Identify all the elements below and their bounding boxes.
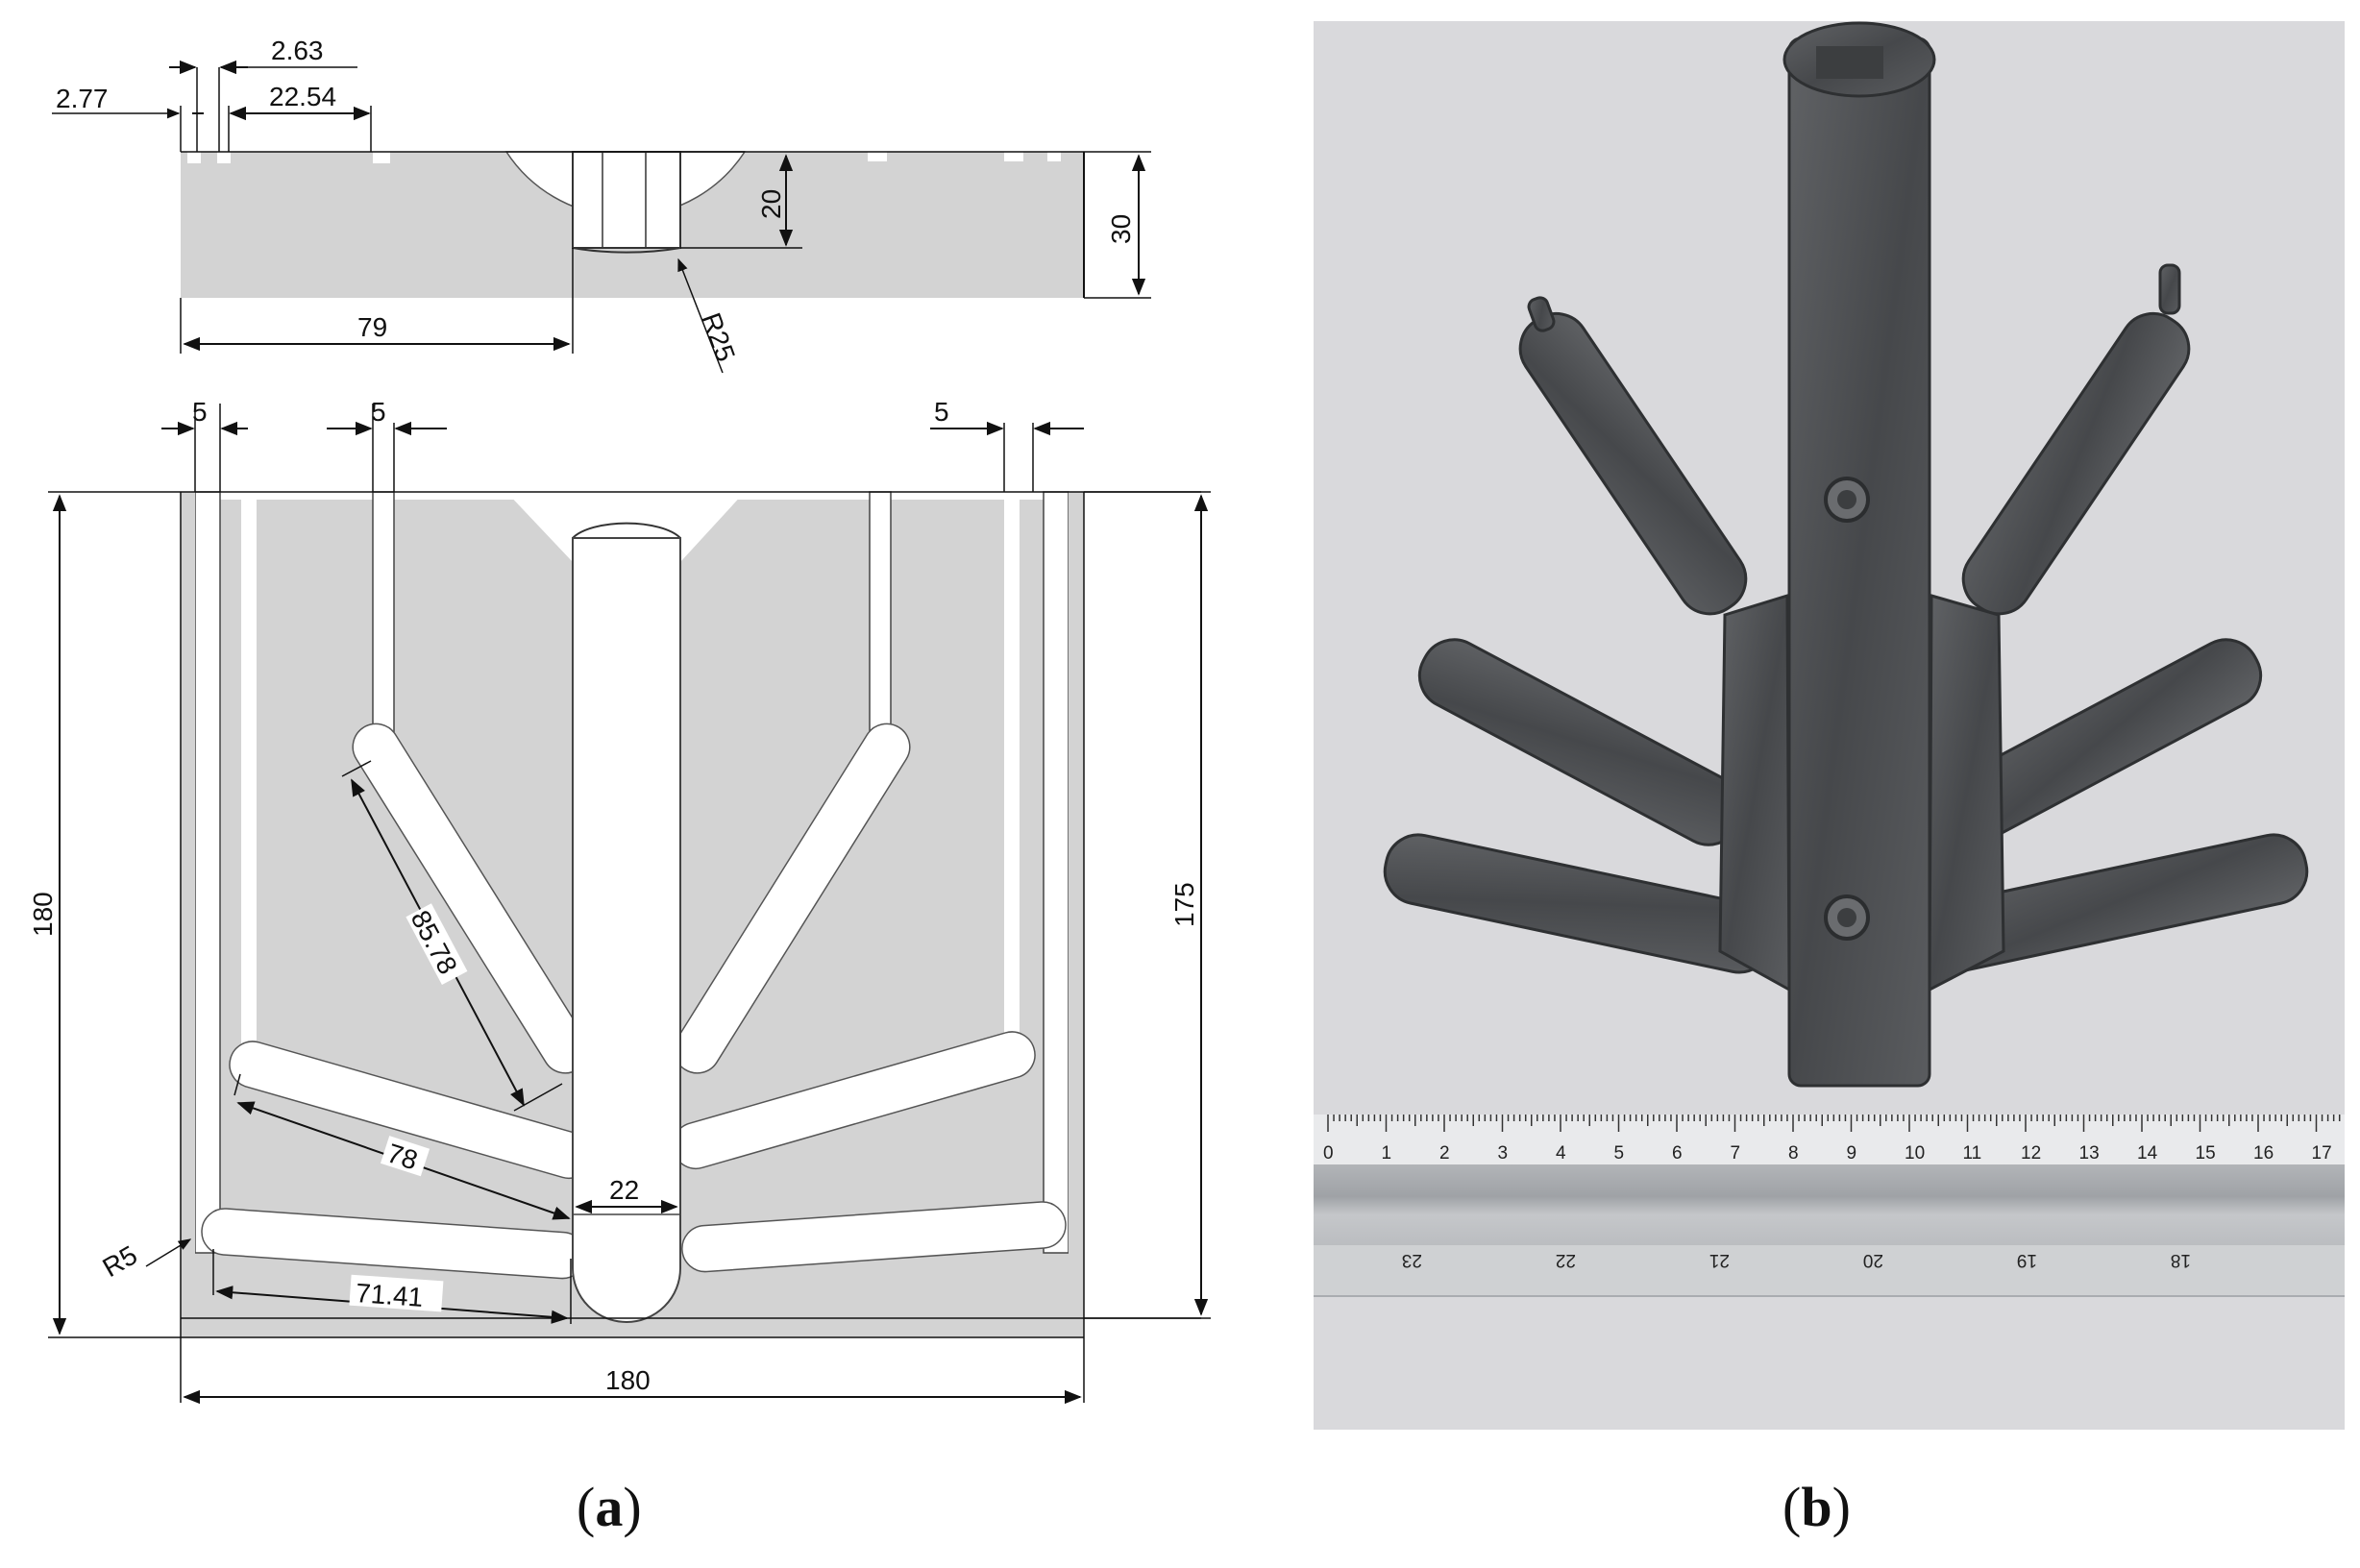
- ruler-number: 6: [1672, 1143, 1683, 1164]
- top-notch: [1004, 152, 1023, 161]
- dim-5-mid: 5: [327, 397, 447, 492]
- ruler-number: 23: [1402, 1250, 1422, 1270]
- panel-a-front-view: 5 5 5 180 175: [28, 397, 1211, 1405]
- dim-label-79: 79: [357, 312, 387, 342]
- ruler-number: 14: [2137, 1143, 2158, 1164]
- panel-a-top-view: 2.63 2.77 22.54 20 30: [52, 36, 1151, 374]
- ruler-number: 13: [2079, 1143, 2100, 1164]
- ruler-number: 18: [2171, 1250, 2191, 1270]
- ruler-number: 12: [2021, 1143, 2041, 1164]
- dim-r5: R5: [98, 1238, 192, 1283]
- ruler-number: 5: [1614, 1143, 1625, 1164]
- dim-label-2-63: 2.63: [271, 36, 324, 65]
- dim-20: 20: [680, 154, 802, 249]
- ruler-number: 3: [1498, 1143, 1509, 1164]
- dim-label-r5: R5: [98, 1239, 143, 1283]
- arm-lower-right: [681, 1201, 1067, 1273]
- ruler-number: 16: [2253, 1143, 2274, 1164]
- top-notch: [217, 152, 231, 163]
- dim-label-175: 175: [1169, 882, 1199, 927]
- dim-label-5-right: 5: [934, 397, 949, 427]
- caption-b: (b): [1782, 1476, 1851, 1538]
- dim-label-22-54: 22.54: [269, 82, 336, 111]
- dim-5-right: 5: [930, 397, 1084, 492]
- dim-label-20: 20: [756, 189, 786, 219]
- dim-label-2-77: 2.77: [56, 84, 109, 113]
- inner-left-riser: [372, 491, 395, 735]
- top-notch: [1047, 152, 1061, 161]
- dim-label-22: 22: [609, 1175, 639, 1205]
- dim-label-r25: R25: [696, 308, 741, 365]
- ruler-number: 17: [2312, 1143, 2332, 1164]
- ruler-number: 9: [1847, 1143, 1857, 1164]
- ruler-number: 11: [1963, 1143, 1982, 1164]
- dim-175: 175: [1084, 491, 1211, 1319]
- dim-71-41: 71.41: [212, 1249, 572, 1324]
- dim-2-63: 2.63: [169, 36, 357, 152]
- dim-label-5-left: 5: [192, 397, 208, 427]
- dim-2-77: 2.77: [52, 84, 204, 152]
- dim-30: 30: [1084, 151, 1151, 299]
- sprue-rect: [572, 151, 681, 249]
- dim-label-71-41: 71.41: [355, 1278, 424, 1312]
- top-notch: [187, 152, 201, 163]
- ruler-number: 4: [1556, 1143, 1566, 1164]
- ruler-number: 2: [1439, 1143, 1450, 1164]
- ruler-number: 20: [1863, 1250, 1883, 1270]
- ruler-number: 1: [1382, 1143, 1392, 1164]
- dim-label-180-left: 180: [28, 892, 58, 937]
- ruler-number: 7: [1731, 1143, 1741, 1164]
- dim-label-180-bottom: 180: [605, 1365, 651, 1395]
- dim-label-5-mid: 5: [371, 397, 386, 427]
- ruler-number: 22: [1556, 1250, 1576, 1270]
- pouring-cup: [506, 492, 745, 562]
- dim-79: 79: [180, 248, 574, 354]
- dim-22: 22: [575, 1175, 678, 1214]
- ruler-number: 8: [1788, 1143, 1799, 1164]
- ruler-number: 21: [1709, 1250, 1730, 1270]
- top-notch: [868, 152, 887, 161]
- ruler-number: 19: [2017, 1250, 2037, 1270]
- left-vertical-channel: [194, 491, 221, 1254]
- ruler-number: 15: [2196, 1143, 2216, 1164]
- dim-78: 78: [234, 1073, 571, 1220]
- dim-180-left: 180: [28, 491, 181, 1338]
- right-vertical-channel: [1043, 491, 1069, 1254]
- casting: [1383, 21, 2309, 1088]
- cast-arm-upper-right: [1961, 311, 2191, 616]
- sprue-arc: [572, 247, 681, 254]
- central-sprue: [572, 537, 681, 1323]
- top-notch: [373, 152, 390, 163]
- ruler-number: 0: [1323, 1143, 1334, 1164]
- dim-5-left: 5: [161, 397, 248, 492]
- caption-a: (a): [577, 1476, 642, 1538]
- dim-22-54: 22.54: [228, 82, 372, 152]
- inner-right-riser: [869, 491, 892, 735]
- dim-label-30: 30: [1106, 214, 1136, 244]
- ruler-number: 10: [1905, 1143, 1925, 1164]
- dim-180-bottom: 180: [183, 1365, 1082, 1405]
- arm-upper-right: [673, 723, 911, 1074]
